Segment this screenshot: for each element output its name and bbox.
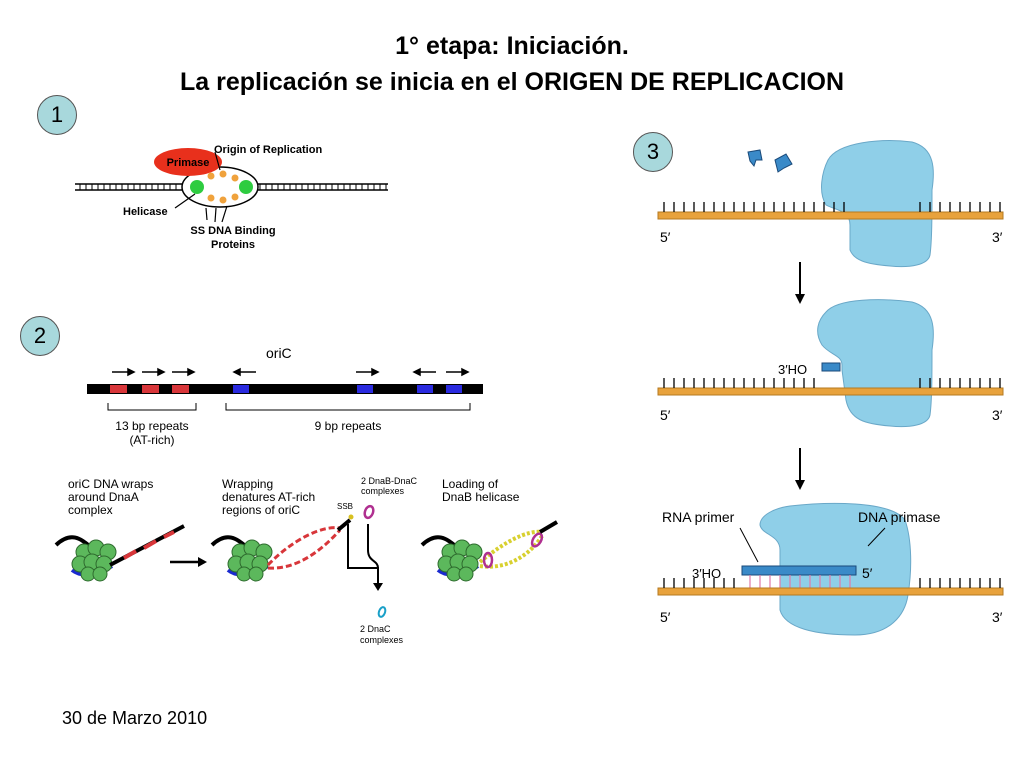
helicase-left — [190, 180, 204, 194]
three-prime-2: 3′ — [992, 407, 1003, 423]
rna-primer-pointer — [739, 527, 759, 563]
slide-title-line2: La replicación se inicia en el ORIGEN DE… — [179, 68, 845, 96]
at-rich-repeats — [110, 385, 189, 393]
step1-label-line1: oriC DNA wraps — [68, 477, 153, 491]
helicase-right — [239, 180, 253, 194]
three-ho-label-3: 3′HO — [692, 566, 721, 581]
step2-label-line2: denatures AT-rich — [222, 490, 315, 504]
template-strand-2 — [657, 387, 1004, 396]
helicase-pointer — [174, 193, 196, 209]
origin-label: Origin of Replication — [214, 144, 322, 156]
oric-dna-bar — [87, 384, 483, 394]
panel-2-oric-map: oriC 13 bp repeats (AT-rich) 9 bp repeat… — [87, 345, 483, 447]
dnac-complex — [377, 606, 387, 618]
repeats13-label-line2: (AT-rich) — [129, 433, 174, 447]
dnab-label-line1: 2 DnaB-DnaC — [361, 476, 418, 486]
template-bases-2 — [663, 378, 1001, 388]
template-strand-1 — [657, 211, 1004, 220]
dna-primase-pointer — [867, 527, 886, 547]
nucleotide-bound-2 — [821, 362, 841, 372]
primase-blob — [154, 148, 222, 176]
nine-bp-repeats — [233, 385, 462, 393]
repeats13-label-line1: 13 bp repeats — [115, 419, 188, 433]
dnab-dnac-complex — [363, 504, 375, 520]
replication-bubble — [181, 166, 259, 208]
panel-1-origin-diagram: Primase Origin of Replication Helicase S… — [75, 144, 388, 251]
dnaa-complex-2 — [210, 518, 352, 582]
primase-label: Primase — [167, 157, 210, 169]
three-ho-label-2: 3′HO — [778, 362, 807, 377]
panel-2-dnaa-steps: oriC DNA wraps around DnaA complex Wrapp… — [54, 476, 559, 645]
ssb-proteins — [207, 170, 239, 204]
ssb-label-line2: Proteins — [211, 239, 255, 251]
dna-rungs-right — [259, 184, 387, 190]
down-arrow-1 — [795, 262, 805, 304]
template-strand-3 — [657, 587, 1004, 596]
five-prime-primer: 5′ — [862, 565, 873, 581]
origin-pointer — [214, 151, 221, 171]
ssb-bracket — [347, 524, 383, 591]
down-arrow-2 — [795, 448, 805, 490]
bracket-9bp — [225, 403, 471, 411]
step1-label-line3: complex — [68, 503, 113, 517]
three-prime-1: 3′ — [992, 229, 1003, 245]
step-arrow-1 — [170, 557, 207, 567]
ssb-dot — [348, 514, 354, 520]
dnab-label-line2: complexes — [361, 486, 405, 496]
template-bases-3 — [663, 578, 1001, 588]
step3-label-line1: Loading of — [442, 477, 499, 491]
dnac-label-line1: 2 DnaC — [360, 624, 391, 634]
dna-primase-label: DNA primase — [858, 509, 941, 525]
direction-arrows — [112, 367, 470, 377]
ssb-pointers — [205, 205, 228, 223]
dnaa-complex-1 — [54, 524, 185, 582]
panel-1-badge: 1 — [37, 95, 77, 135]
step1-label-line2: around DnaA — [68, 490, 139, 504]
ssb-small-label: SSB — [337, 502, 353, 511]
rna-primer-label: RNA primer — [662, 509, 735, 525]
five-prime-1: 5′ — [660, 229, 671, 245]
dnaa-complex-3 — [420, 520, 559, 582]
dnac-label-line2: complexes — [360, 635, 404, 645]
rna-primer-strand — [741, 565, 857, 576]
panel-3-badge: 3 — [633, 132, 673, 172]
free-nucleotides — [747, 149, 793, 173]
helicase-label: Helicase — [123, 206, 168, 218]
primer-pairings — [749, 575, 851, 588]
step2-label-line1: Wrapping — [222, 477, 273, 491]
footer-date: 30 de Marzo 2010 — [62, 708, 208, 728]
repeats9-label: 9 bp repeats — [315, 419, 382, 433]
dna-double-strand — [75, 183, 388, 191]
bracket-13bp — [107, 403, 197, 411]
three-prime-3: 3′ — [992, 609, 1003, 625]
template-bases-1 — [663, 202, 1001, 212]
five-prime-3: 5′ — [660, 609, 671, 625]
step3-label-line2: DnaB helicase — [442, 490, 520, 504]
slide-title-line1: 1° etapa: Iniciación. — [395, 32, 629, 60]
five-prime-2: 5′ — [660, 407, 671, 423]
step2-label-line3: regions of oriC — [222, 503, 300, 517]
primase-enzyme-1 — [821, 140, 934, 268]
ssb-label-line1: SS DNA Binding — [190, 225, 275, 237]
oric-label: oriC — [266, 345, 292, 361]
dna-rungs-left — [79, 184, 183, 190]
panel-2-badge: 2 — [20, 316, 60, 356]
panel-3-primase-diagram: 5′ 3′ 3′HO 5′ 3′ RNA primer DNA primase … — [657, 140, 1004, 636]
